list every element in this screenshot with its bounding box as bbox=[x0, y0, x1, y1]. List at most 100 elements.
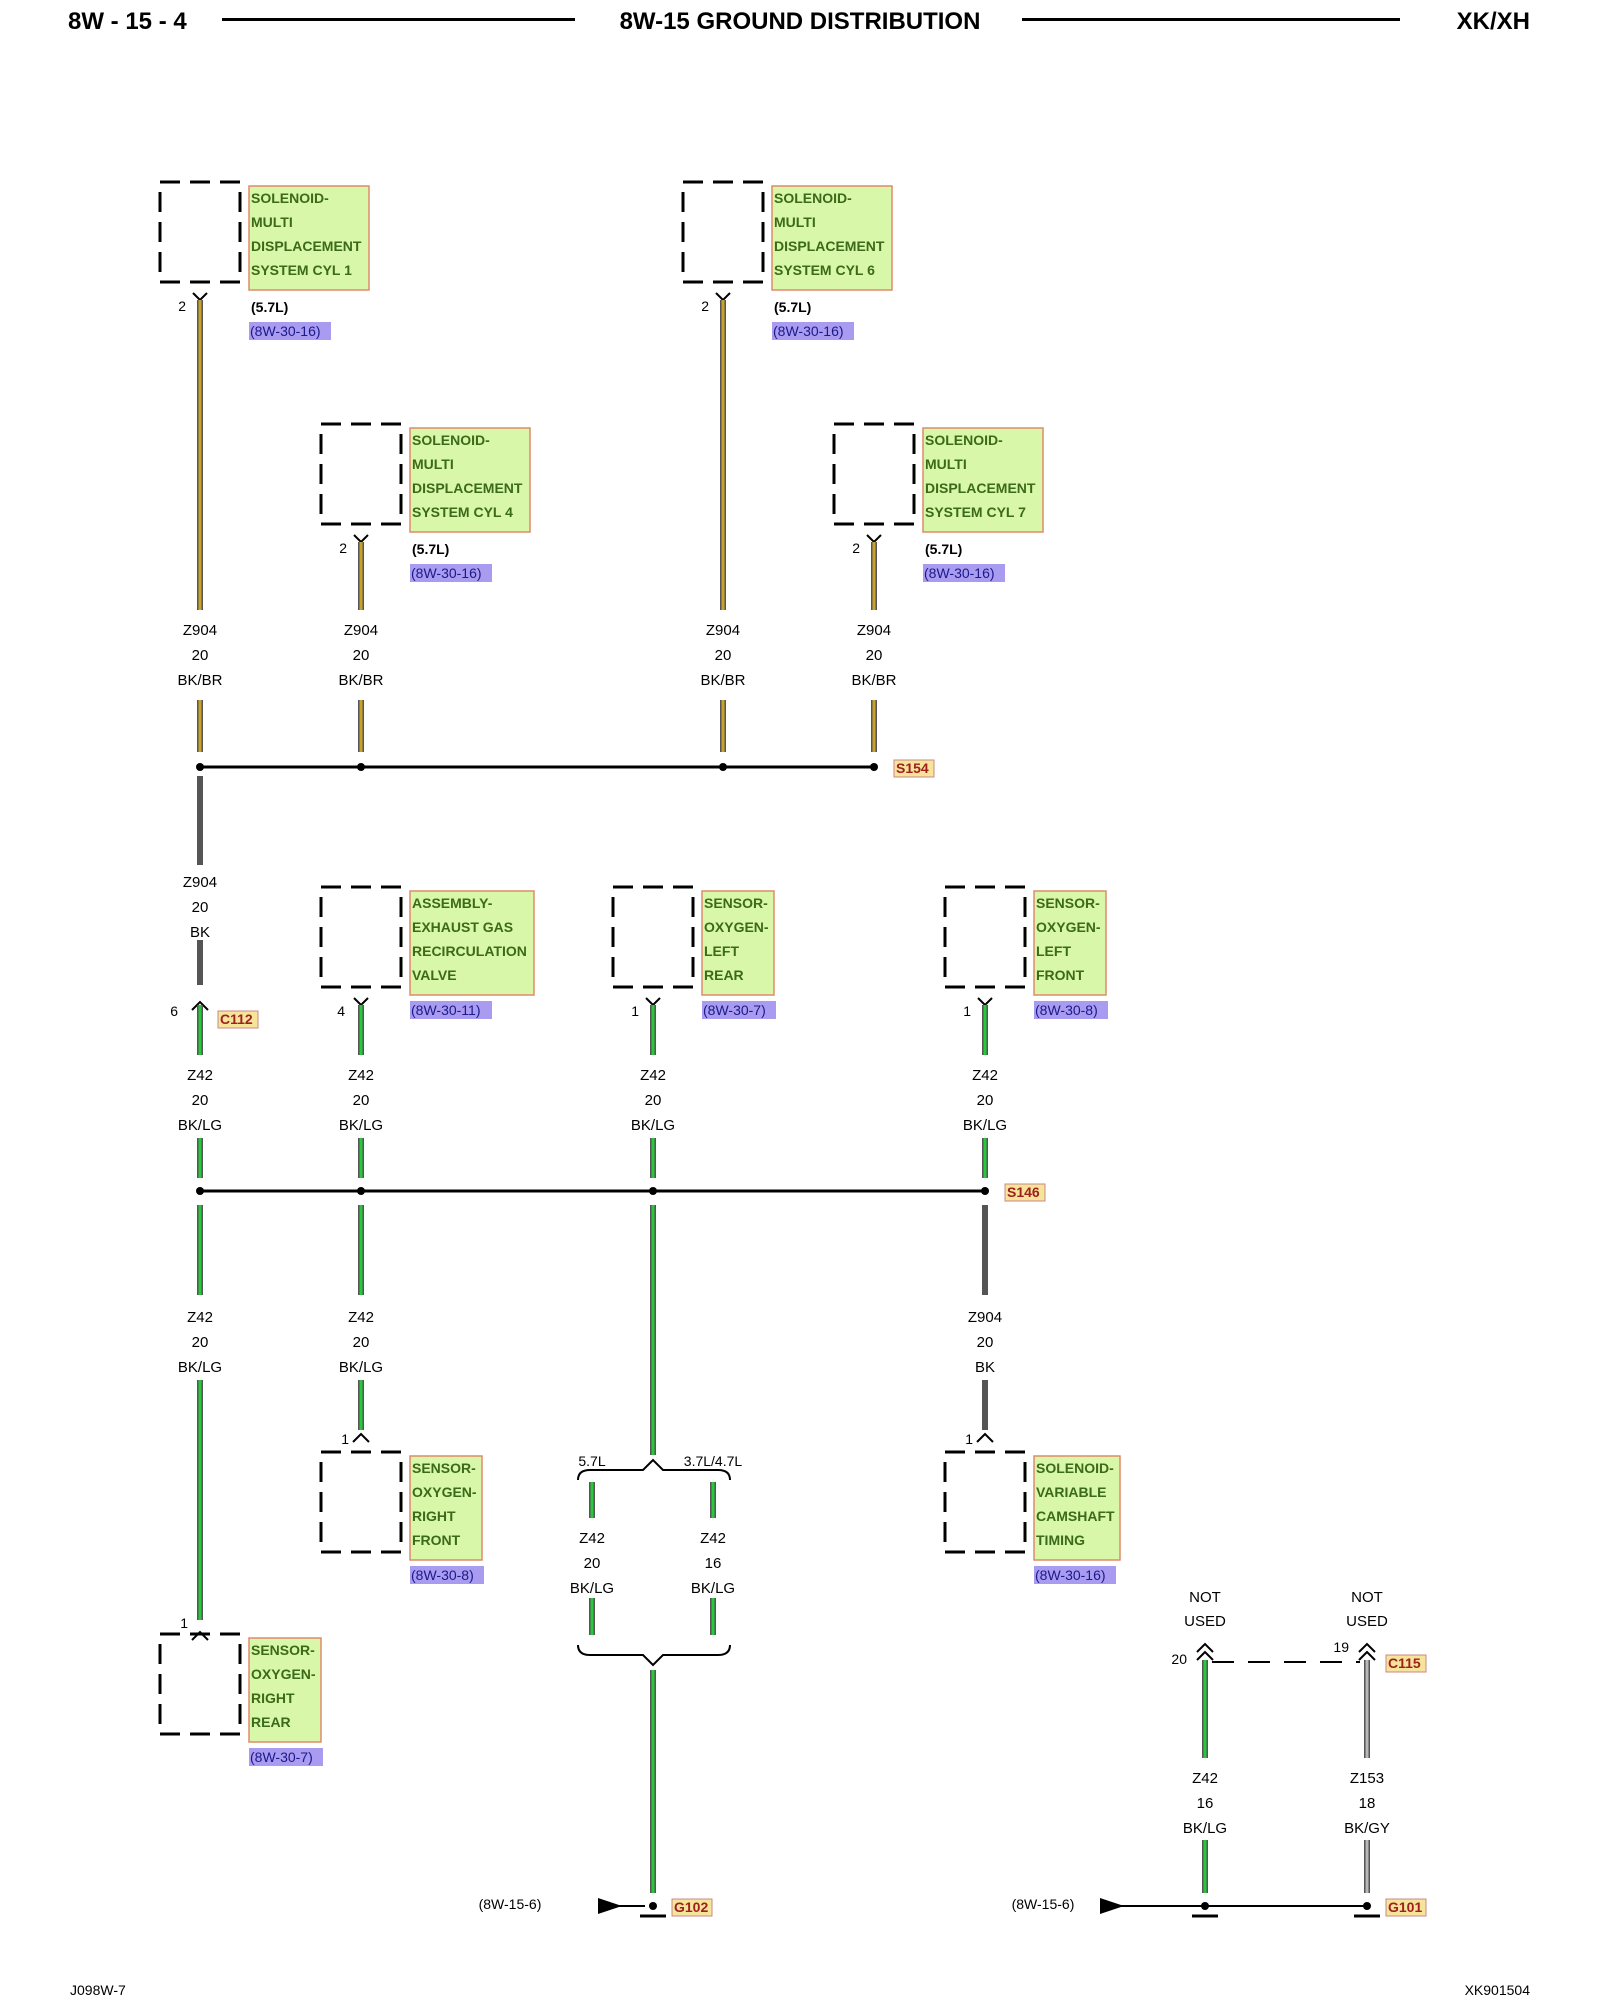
wire-label: BK/LG bbox=[691, 1580, 735, 1597]
pin-number: 2 bbox=[701, 298, 709, 314]
wire-label: BK/GY bbox=[1344, 1820, 1390, 1837]
wire-label: BK/LG bbox=[178, 1117, 222, 1134]
component-name-line: SENSOR- bbox=[251, 1642, 315, 1658]
component-name-line: EXHAUST GAS bbox=[412, 919, 513, 935]
wire-label: BK/BR bbox=[851, 672, 896, 689]
reference-link: (8W-30-16) bbox=[411, 565, 482, 581]
component-name-line: ASSEMBLY- bbox=[412, 895, 493, 911]
engine-split-bracket bbox=[577, 1458, 731, 1481]
footer-left-code: J098W-7 bbox=[70, 1982, 126, 1998]
wire-label: 20 bbox=[977, 1334, 994, 1351]
wire-label: Z904 bbox=[706, 622, 740, 639]
wire-label: 20 bbox=[715, 647, 732, 664]
wire-label: Z42 bbox=[700, 1530, 726, 1547]
component-name-line: OXYGEN- bbox=[704, 919, 769, 935]
egr-valve-box bbox=[319, 885, 403, 989]
reference-link: (8W-30-7) bbox=[703, 1002, 766, 1018]
connector-c112-terminal bbox=[191, 1000, 209, 1011]
pin-number: 2 bbox=[339, 540, 347, 556]
component-name-line: MULTI bbox=[774, 214, 816, 230]
engine-note: (5.7L) bbox=[774, 299, 811, 315]
connector-c115-terminal-19 bbox=[1358, 1642, 1376, 1653]
component-label-box bbox=[409, 427, 531, 533]
splice-tag bbox=[893, 759, 935, 778]
component-name-line: TIMING bbox=[1036, 1532, 1085, 1548]
component-name-line: SYSTEM CYL 6 bbox=[774, 262, 875, 278]
pin-number: 1 bbox=[341, 1431, 349, 1447]
reference-link: (8W-30-8) bbox=[411, 1567, 474, 1583]
wire-label: Z42 bbox=[187, 1067, 213, 1084]
ground-reference: (8W-15-6) bbox=[1012, 1896, 1075, 1912]
wire-label: BK/LG bbox=[570, 1580, 614, 1597]
pin-number: 1 bbox=[180, 1615, 188, 1631]
wire-label: 20 bbox=[192, 647, 209, 664]
component-name-line: DISPLACEMENT bbox=[925, 480, 1036, 496]
terminal-symbol bbox=[191, 1630, 209, 1641]
component-name-line: FRONT bbox=[1036, 967, 1085, 983]
splice-dot bbox=[649, 1187, 657, 1195]
component-name-line: SYSTEM CYL 7 bbox=[925, 504, 1026, 520]
ground-dot bbox=[1363, 1902, 1371, 1910]
connector-c115-terminal-20b bbox=[1196, 1650, 1214, 1661]
wire-label: Z42 bbox=[972, 1067, 998, 1084]
component-name-line: SENSOR- bbox=[412, 1460, 476, 1476]
wire-label: 20 bbox=[192, 1334, 209, 1351]
component-name-line: SOLENOID- bbox=[251, 190, 329, 206]
terminal-symbol bbox=[353, 997, 369, 1007]
component-name-line: SOLENOID- bbox=[1036, 1460, 1114, 1476]
component-name-line: SOLENOID- bbox=[774, 190, 852, 206]
component-name-line: LEFT bbox=[1036, 943, 1071, 959]
engine-note: (5.7L) bbox=[412, 541, 449, 557]
wire-label: BK bbox=[975, 1359, 995, 1376]
reference-tag bbox=[249, 322, 331, 340]
component-name-line: MULTI bbox=[925, 456, 967, 472]
wire-label: 20 bbox=[353, 1334, 370, 1351]
splice-label: C115 bbox=[1388, 1655, 1421, 1671]
reference-tag bbox=[702, 1001, 776, 1019]
wire-label: BK bbox=[190, 924, 210, 941]
wire-label: BK/LG bbox=[631, 1117, 675, 1134]
wire-label: Z153 bbox=[1350, 1770, 1384, 1787]
terminal-symbol bbox=[352, 1432, 370, 1443]
component-name-line: REAR bbox=[704, 967, 744, 983]
wire-label: 20 bbox=[584, 1555, 601, 1572]
wire-label: Z42 bbox=[187, 1309, 213, 1326]
engine-note: (5.7L) bbox=[925, 541, 962, 557]
wire-label: Z904 bbox=[968, 1309, 1002, 1326]
splice-label: C112 bbox=[220, 1011, 253, 1027]
splice-dot bbox=[719, 763, 727, 771]
component-name-line: LEFT bbox=[704, 943, 739, 959]
wire-label: 20 bbox=[192, 899, 209, 916]
splice-tag bbox=[671, 1898, 713, 1917]
not-used-label: USED bbox=[1346, 1613, 1388, 1630]
component-name-line: VARIABLE bbox=[1036, 1484, 1107, 1500]
terminal-symbol bbox=[977, 997, 993, 1007]
pin-number: 6 bbox=[170, 1003, 178, 1019]
wire-label: BK/BR bbox=[338, 672, 383, 689]
splice-label: G102 bbox=[674, 1899, 708, 1915]
component-label-box bbox=[248, 1637, 322, 1743]
splice-tag bbox=[1004, 1183, 1046, 1202]
reference-tag bbox=[772, 322, 854, 340]
o2-left-front-box bbox=[943, 885, 1027, 989]
wire-label: BK/LG bbox=[178, 1359, 222, 1376]
component-name-line: DISPLACEMENT bbox=[774, 238, 885, 254]
pin-number: 4 bbox=[337, 1003, 345, 1019]
reference-tag bbox=[923, 564, 1005, 582]
reference-link: (8W-30-16) bbox=[773, 323, 844, 339]
reference-tag bbox=[410, 1566, 484, 1584]
pin-number: 2 bbox=[178, 298, 186, 314]
component-name-line: RIGHT bbox=[251, 1690, 295, 1706]
wire-label: 20 bbox=[977, 1092, 994, 1109]
component-name-line: RIGHT bbox=[412, 1508, 456, 1524]
terminal-symbol bbox=[976, 1432, 994, 1443]
component-name-line: OXYGEN- bbox=[1036, 919, 1101, 935]
component-label-box bbox=[701, 890, 775, 996]
not-used-label: NOT bbox=[1189, 1589, 1221, 1606]
ground-reference: (8W-15-6) bbox=[479, 1896, 542, 1912]
solenoid-cyl1-box bbox=[158, 180, 242, 284]
wire-label: BK/LG bbox=[963, 1117, 1007, 1134]
wire-label: BK/LG bbox=[339, 1117, 383, 1134]
o2-right-rear-box bbox=[158, 1632, 242, 1736]
